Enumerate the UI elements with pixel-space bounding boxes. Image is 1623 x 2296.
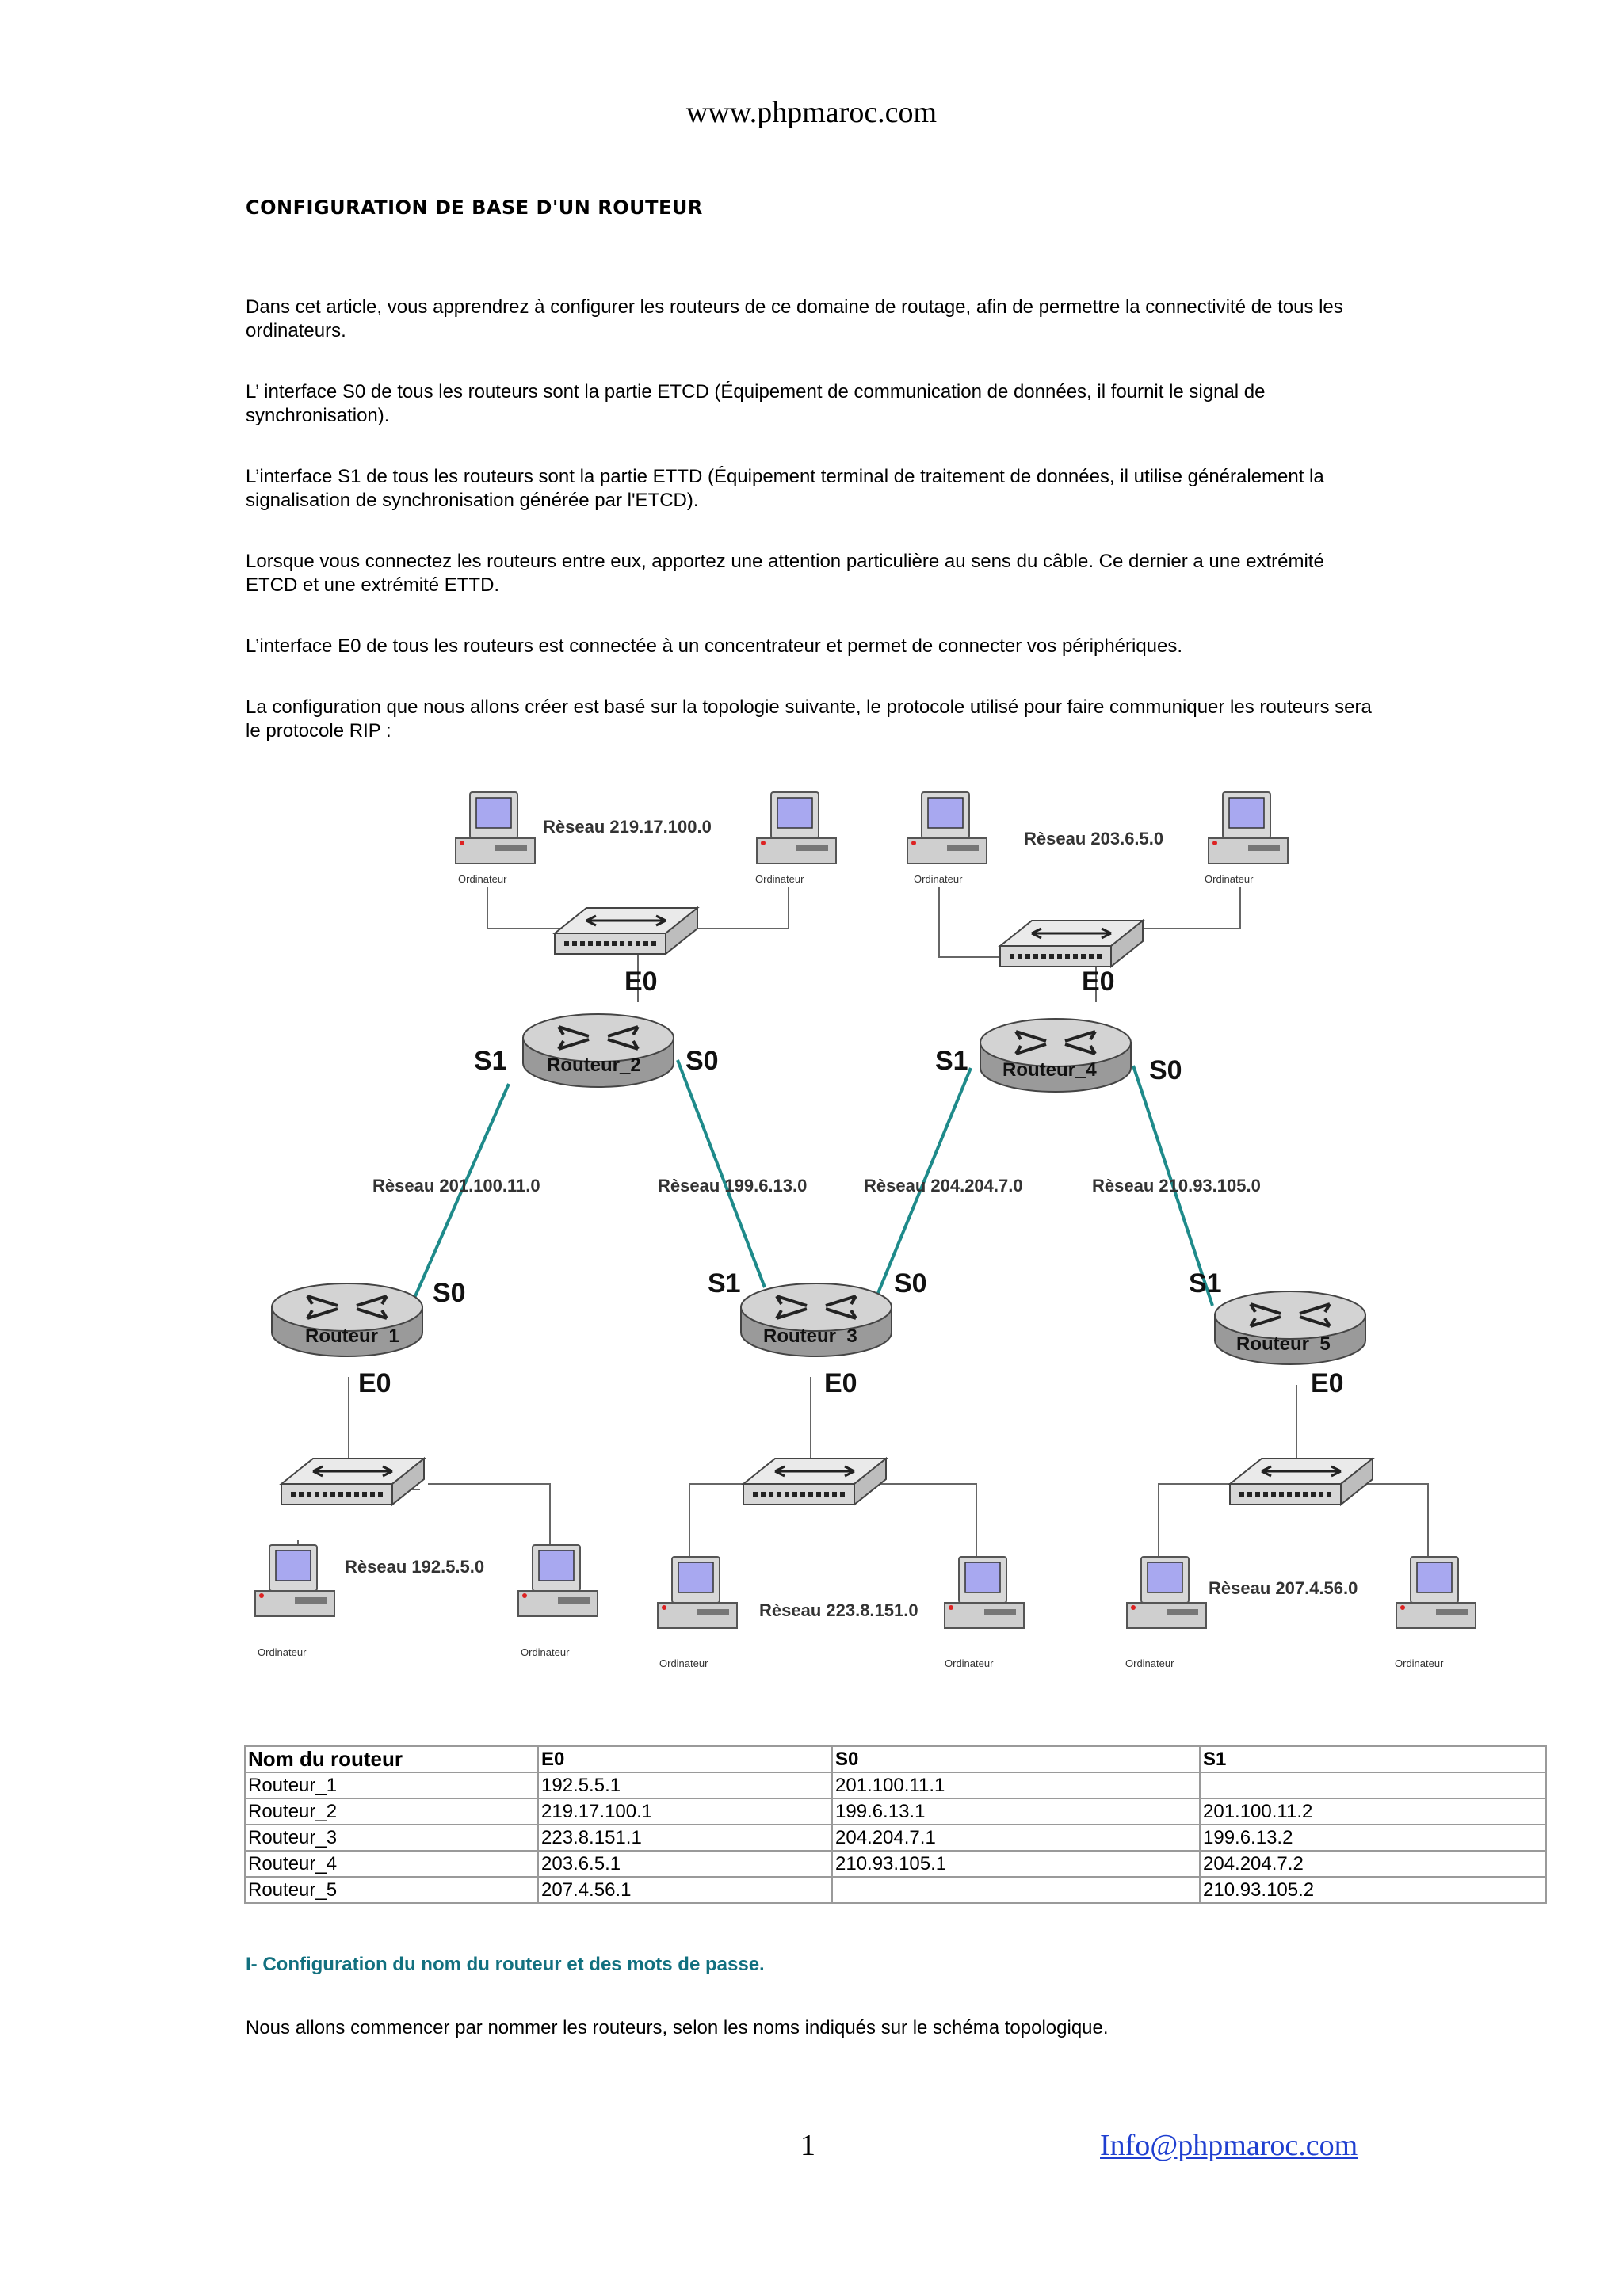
- table-cell: Routeur_4: [244, 1850, 539, 1878]
- router-name-3: Routeur_3: [763, 1325, 857, 1347]
- section-text: Nous allons commencer par nommer les rou…: [246, 2017, 1109, 2039]
- interface-s1: S1: [935, 1046, 968, 1076]
- network-label: Rèseau 223.8.151.0: [759, 1600, 918, 1620]
- computer-label: Ordinateur: [521, 1646, 570, 1658]
- interface-e0: E0: [1082, 967, 1115, 997]
- table-row: Routeur_3 223.8.151.1 204.204.7.1 199.6.…: [244, 1824, 1547, 1852]
- paragraph-e0: L’interface E0 de tous les routeurs est …: [246, 635, 1183, 657]
- table-cell: Routeur_3: [244, 1824, 539, 1852]
- table-cell: 207.4.56.1: [537, 1876, 833, 1904]
- interface-s1: S1: [1189, 1268, 1222, 1299]
- computer-label: Ordinateur: [458, 873, 507, 885]
- computer-label: Ordinateur: [1205, 873, 1254, 885]
- computer-label: Ordinateur: [755, 873, 804, 885]
- table-cell: 210.93.105.1: [831, 1850, 1201, 1878]
- table-row: Routeur_1 192.5.5.1 201.100.11.1: [244, 1772, 1547, 1799]
- router-2: [521, 1013, 675, 1089]
- router-name-5: Routeur_5: [1236, 1333, 1331, 1355]
- network-label: Rèseau 192.5.5.0: [345, 1557, 484, 1577]
- table-cell: 203.6.5.1: [537, 1850, 833, 1878]
- table-cell: Routeur_2: [244, 1798, 539, 1825]
- network-label: Rèseau 207.4.56.0: [1209, 1578, 1358, 1598]
- topology-diagram: Ordinateur Ordinateur Ordinateur Ordinat…: [254, 791, 1476, 1669]
- table-cell: Routeur_5: [244, 1876, 539, 1904]
- network-label: Rèseau 199.6.13.0: [658, 1176, 807, 1196]
- interface-e0: E0: [824, 1368, 857, 1398]
- interface-s1: S1: [474, 1046, 507, 1076]
- interface-s0: S0: [433, 1278, 466, 1308]
- section-heading: I- Configuration du nom du routeur et de…: [246, 1954, 765, 1975]
- table-cell: 223.8.151.1: [537, 1824, 833, 1852]
- interface-s0: S0: [1149, 1055, 1182, 1085]
- router-name-2: Routeur_2: [547, 1055, 641, 1076]
- table-row: Routeur_4 203.6.5.1 210.93.105.1 204.204…: [244, 1850, 1547, 1878]
- page-title: CONFIGURATION DE BASE D'UN ROUTEUR: [246, 196, 703, 219]
- network-label: Rèseau 219.17.100.0: [543, 817, 712, 837]
- network-label: Rèseau 210.93.105.0: [1092, 1176, 1261, 1196]
- paragraph-s0: L’ interface S0 de tous les routeurs son…: [246, 381, 1266, 426]
- table-cell: 204.204.7.1: [831, 1824, 1201, 1852]
- table-header-row: Nom du routeur E0 S0 S1: [244, 1745, 1547, 1773]
- interface-e0: E0: [624, 967, 658, 997]
- table-cell: 204.204.7.2: [1199, 1850, 1547, 1878]
- table-cell: 192.5.5.1: [537, 1772, 833, 1799]
- computer-label: Ordinateur: [659, 1657, 708, 1669]
- paragraph-s1: L’interface S1 de tous les routeurs sont…: [246, 466, 1324, 511]
- computer-label: Ordinateur: [914, 873, 963, 885]
- email-link[interactable]: Info@phpmaroc.com: [1100, 2129, 1358, 2162]
- interface-e0: E0: [1311, 1368, 1344, 1398]
- table-row: Routeur_5 207.4.56.1 210.93.105.2: [244, 1876, 1547, 1904]
- table-header: S1: [1199, 1745, 1547, 1773]
- site-header: www.phpmaroc.com: [685, 96, 938, 129]
- table-cell: 199.6.13.2: [1199, 1824, 1547, 1852]
- computer-label: Ordinateur: [1395, 1657, 1444, 1669]
- table-header: Nom du routeur: [244, 1745, 539, 1773]
- table-cell: 199.6.13.1: [831, 1798, 1201, 1825]
- page-number: 1: [800, 2129, 815, 2162]
- router-name-4: Routeur_4: [1002, 1059, 1097, 1081]
- table-cell: 210.93.105.2: [1199, 1876, 1547, 1904]
- computer-label: Ordinateur: [1125, 1657, 1174, 1669]
- computer-label: Ordinateur: [945, 1657, 994, 1669]
- table-cell: [831, 1876, 1201, 1904]
- network-label: Rèseau 204.204.7.0: [864, 1176, 1023, 1196]
- paragraph-topology: La configuration que nous allons créer e…: [246, 696, 1372, 742]
- paragraph-cables: Lorsque vous connectez les routeurs entr…: [246, 551, 1324, 596]
- table-cell: 219.17.100.1: [537, 1798, 833, 1825]
- table-cell: 201.100.11.2: [1199, 1798, 1547, 1825]
- table-cell: [1199, 1772, 1547, 1799]
- table-row: Routeur_2 219.17.100.1 199.6.13.1 201.10…: [244, 1798, 1547, 1825]
- interface-e0: E0: [358, 1368, 391, 1398]
- table-cell: Routeur_1: [244, 1772, 539, 1799]
- interface-s0: S0: [685, 1046, 719, 1076]
- interface-s1: S1: [708, 1268, 741, 1299]
- network-label: Rèseau 201.100.11.0: [372, 1176, 540, 1196]
- interface-s0: S0: [894, 1268, 927, 1299]
- table-header: S0: [831, 1745, 1201, 1773]
- router-name-1: Routeur_1: [305, 1325, 399, 1347]
- network-label: Rèseau 203.6.5.0: [1024, 829, 1163, 849]
- router-address-table: Nom du routeur E0 S0 S1 Routeur_1 192.5.…: [244, 1745, 1547, 1904]
- router-4: [979, 1017, 1132, 1093]
- serial-links: [411, 1059, 1214, 1306]
- table-header: E0: [537, 1745, 833, 1773]
- computer-label: Ordinateur: [258, 1646, 307, 1658]
- table-cell: 201.100.11.1: [831, 1772, 1201, 1799]
- paragraph-intro: Dans cet article, vous apprendrez à conf…: [246, 296, 1343, 341]
